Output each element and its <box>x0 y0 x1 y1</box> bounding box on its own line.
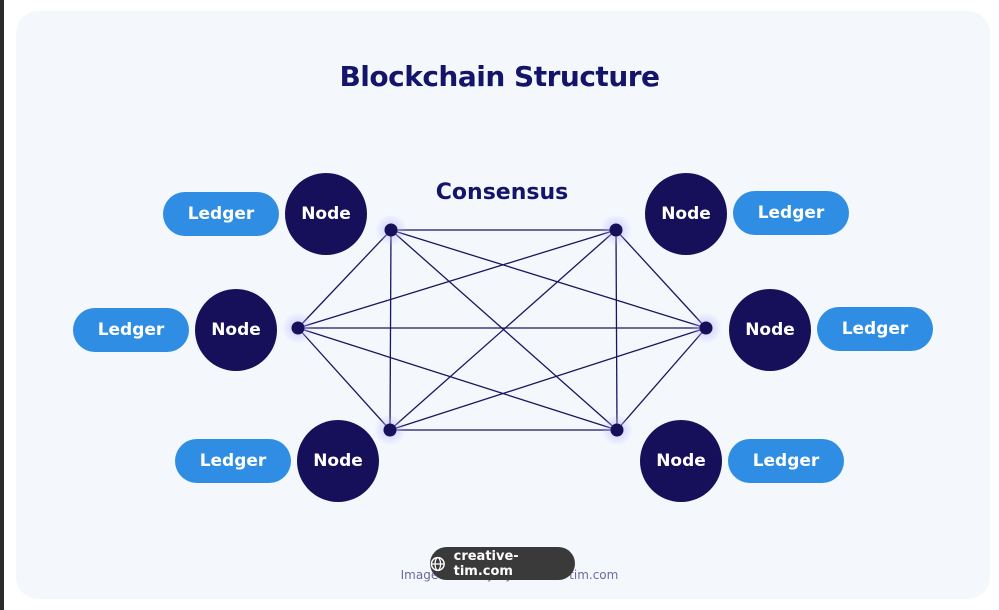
consensus-edge-14 <box>616 327 707 431</box>
source-badge[interactable]: creative-tim.com <box>430 547 575 580</box>
consensus-edge-6 <box>297 229 617 329</box>
node-circle-5: Node <box>729 289 811 371</box>
consensus-label: Consensus <box>435 180 569 205</box>
ledger-pill-5: Ledger <box>817 307 933 351</box>
consensus-point-5 <box>383 423 397 437</box>
consensus-point-3 <box>291 321 305 335</box>
globe-icon <box>430 556 445 571</box>
consensus-edge-7 <box>615 229 707 329</box>
consensus-edge-11 <box>297 327 391 431</box>
node-circle-1: Node <box>285 173 367 255</box>
consensus-point-4 <box>699 321 713 335</box>
node-circle-4: Node <box>645 173 727 255</box>
badge-text: creative-tim.com <box>453 548 519 579</box>
consensus-edge-3 <box>390 229 707 329</box>
consensus-edge-2 <box>297 229 392 329</box>
ledger-pill-1: Ledger <box>163 192 279 236</box>
consensus-points <box>282 214 722 446</box>
consensus-edge-12 <box>297 327 618 431</box>
consensus-point-2 <box>609 223 623 237</box>
consensus-edge-8 <box>389 229 617 431</box>
consensus-edge-13 <box>389 327 707 431</box>
consensus-edge-5 <box>390 229 618 431</box>
diagram-card <box>16 11 990 599</box>
ledger-pill-4: Ledger <box>733 191 849 235</box>
diagram-title: Blockchain Structure <box>339 60 660 93</box>
ledger-pill-3: Ledger <box>175 439 291 483</box>
consensus-edge-4 <box>389 229 392 431</box>
node-circle-2: Node <box>195 289 277 371</box>
consensus-edge-9 <box>615 229 618 431</box>
node-circle-6: Node <box>640 420 722 502</box>
consensus-point-6 <box>610 423 624 437</box>
ledger-pill-2: Ledger <box>73 308 189 352</box>
consensus-point-1 <box>384 223 398 237</box>
consensus-edges <box>297 229 707 431</box>
ledger-pill-6: Ledger <box>728 439 844 483</box>
node-circle-3: Node <box>297 420 379 502</box>
